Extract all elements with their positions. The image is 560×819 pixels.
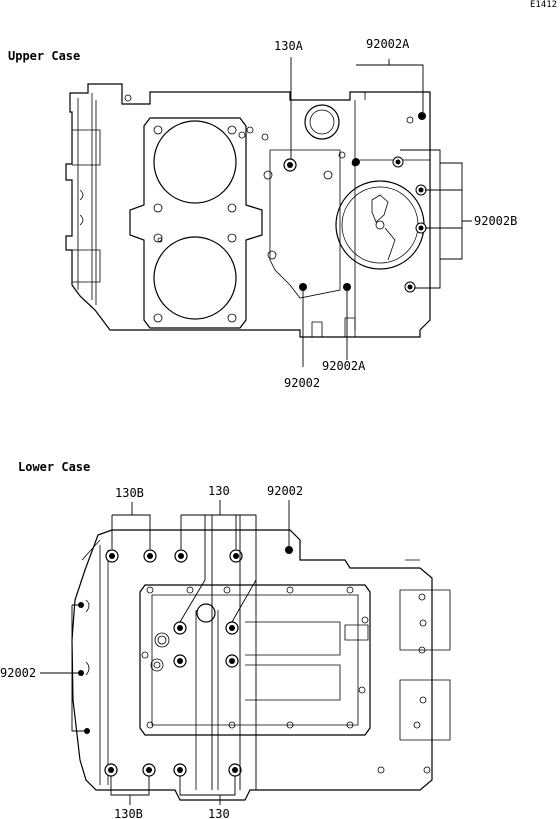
label-92002-lower-left: 92002	[0, 666, 36, 680]
label-130-bottom: 130	[208, 807, 230, 819]
upper-case-title: Upper Case	[8, 49, 80, 63]
label-92002a-top: 92002A	[366, 37, 410, 51]
label-130-top: 130	[208, 484, 230, 498]
label-130a: 130A	[274, 39, 304, 53]
upper-case-leaders	[290, 57, 472, 367]
lower-case-drawing	[71, 529, 451, 801]
label-92002-lower-top: 92002	[267, 484, 303, 498]
label-130b-top: 130B	[115, 486, 144, 500]
upper-case-drawing	[65, 83, 431, 338]
lower-case-bolts	[78, 546, 293, 777]
upper-case-bolts	[283, 112, 427, 293]
label-92002a-bottom: 92002A	[322, 359, 366, 373]
lower-case-title: Lower Case	[18, 460, 90, 474]
diagram-code: E1412	[530, 0, 557, 10]
label-92002-upper: 92002	[284, 376, 320, 390]
lower-case-leaders	[40, 500, 290, 805]
label-130b-bottom: 130B	[114, 807, 143, 819]
label-92002b: 92002B	[474, 214, 517, 228]
